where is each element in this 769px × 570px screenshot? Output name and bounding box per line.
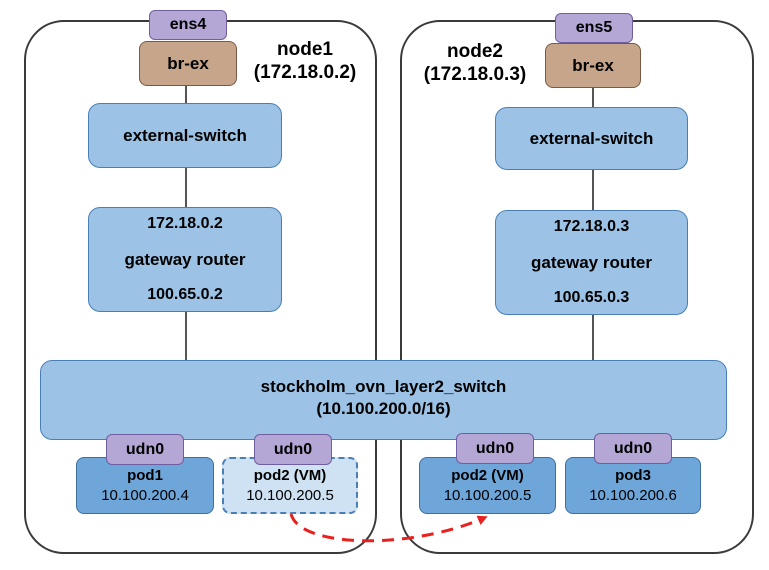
node2-pod2-vm-target: pod2 (VM) 10.100.200.5 [419,457,556,514]
pod-ip: 10.100.200.5 [246,486,334,504]
node2-gateway-router: 172.18.0.3 gateway router 100.65.0.3 [495,210,688,315]
node1-switch-to-router-line [185,168,187,208]
node2-pod2-udn0: udn0 [456,433,534,464]
node2-pod3: pod3 10.100.200.6 [565,457,701,514]
node2-router-to-l2-line [592,314,594,361]
node1-ens4-interface: ens4 [149,10,227,40]
node2-external-switch: external-switch [495,107,688,170]
pod-name: pod3 [615,466,651,484]
node2-ip: (172.18.0.3) [423,64,527,85]
pod-name: pod2 (VM) [253,466,327,484]
node1-br-ex-bridge: br-ex [139,41,237,86]
node2-name: node2 [447,41,503,62]
pod-ip: 10.100.200.4 [101,486,189,504]
node2-switch-to-router-line [592,170,594,210]
pod-ip: 10.100.200.6 [589,486,677,504]
node1-router-top-ip: 172.18.0.2 [147,215,223,232]
pod-ip: 10.100.200.5 [443,486,532,504]
node2-br-ex-bridge: br-ex [545,43,641,88]
node2-router-label: gateway router [531,252,652,272]
node2-ens5-interface: ens5 [555,13,633,43]
node2-pod3-udn0: udn0 [594,433,672,464]
node1-ip: (172.18.0.2) [253,62,357,83]
node2-router-bottom-ip: 100.65.0.3 [553,289,630,306]
pod-name: pod2 (VM) [451,466,524,484]
layer2-switch: stockholm_ovn_layer2_switch (10.100.200.… [40,360,727,440]
node1-external-switch: external-switch [88,103,282,168]
live-migration-arrow [289,513,488,543]
node2-bridge-to-switch-line [592,88,594,108]
node1-name: node1 [277,39,333,60]
node1-bridge-to-switch-line [185,85,187,103]
layer2-switch-name: stockholm_ovn_layer2_switch [260,377,507,396]
node1-router-to-l2-line [185,311,187,361]
pod-name: pod1 [127,466,163,484]
node1-title: node1 (172.18.0.2) [240,38,370,84]
node1-pod1-udn0: udn0 [106,434,184,465]
node2-router-top-ip: 172.18.0.3 [553,218,630,235]
node2-title: node2 (172.18.0.3) [410,40,540,86]
node1-pod1: pod1 10.100.200.4 [76,457,214,514]
node1-gateway-router: 172.18.0.2 gateway router 100.65.0.2 [88,207,282,312]
node1-router-bottom-ip: 100.65.0.2 [147,286,223,303]
layer2-switch-subnet: (10.100.200.0/16) [316,399,451,418]
node1-pod2-udn0: udn0 [254,434,332,465]
node1-router-label: gateway router [124,249,246,269]
